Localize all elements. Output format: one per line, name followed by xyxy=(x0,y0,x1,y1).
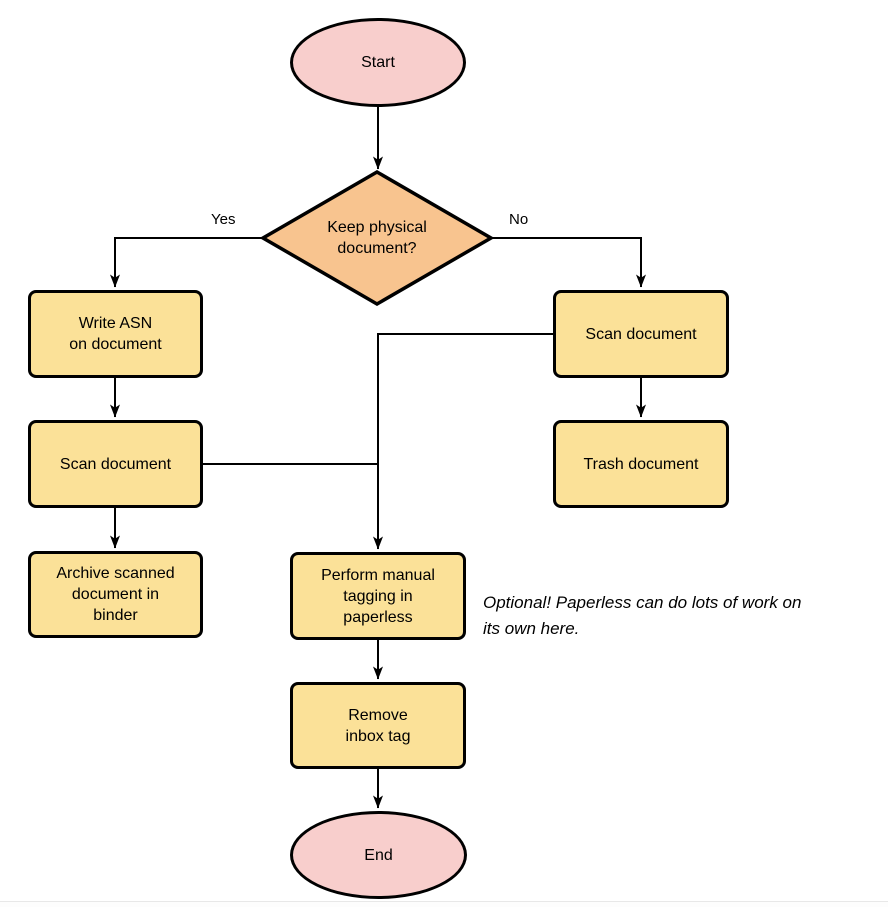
diamond-shape xyxy=(261,170,493,306)
node-perform-tagging-label: Perform manual tagging in paperless xyxy=(321,566,435,626)
node-scan-left-label: Scan document xyxy=(59,455,172,473)
node-end: End xyxy=(290,811,467,899)
edge-scan-right-to-perform-tagging xyxy=(373,333,553,550)
node-remove-inbox-tag: Remove inbox tag xyxy=(290,682,466,769)
node-scan-right-label: Scan document xyxy=(585,325,697,343)
edge-decision-to-scan-right xyxy=(491,237,646,288)
bottom-edge-divider xyxy=(0,901,888,907)
node-scan-document-right: Scan document xyxy=(553,290,729,378)
node-decision-label: Keep physical document? xyxy=(327,219,427,257)
node-decision-keep-physical-document: Keep physical document? xyxy=(261,170,493,306)
node-perform-manual-tagging: Perform manual tagging in paperless xyxy=(290,552,466,640)
node-archive-label: Archive scanned document in binder xyxy=(56,565,175,624)
node-write-asn: Write ASN on document xyxy=(28,290,203,378)
node-write-asn-label: Write ASN on document xyxy=(69,315,162,353)
node-start: Start xyxy=(290,18,466,107)
optional-note: Optional! Paperless can do lots of work … xyxy=(483,593,802,638)
edge-decision-to-write-asn xyxy=(110,237,263,288)
node-scan-document-left: Scan document xyxy=(28,420,203,508)
node-start-label: Start xyxy=(361,54,395,71)
node-end-label: End xyxy=(364,846,393,864)
node-trash-label: Trash document xyxy=(583,455,699,473)
node-remove-inbox-label: Remove inbox tag xyxy=(345,706,411,745)
edge-label-no: No xyxy=(507,211,531,228)
node-trash-document: Trash document xyxy=(553,420,729,508)
edge-label-yes: Yes xyxy=(209,211,238,228)
node-archive-in-binder: Archive scanned document in binder xyxy=(28,551,203,638)
